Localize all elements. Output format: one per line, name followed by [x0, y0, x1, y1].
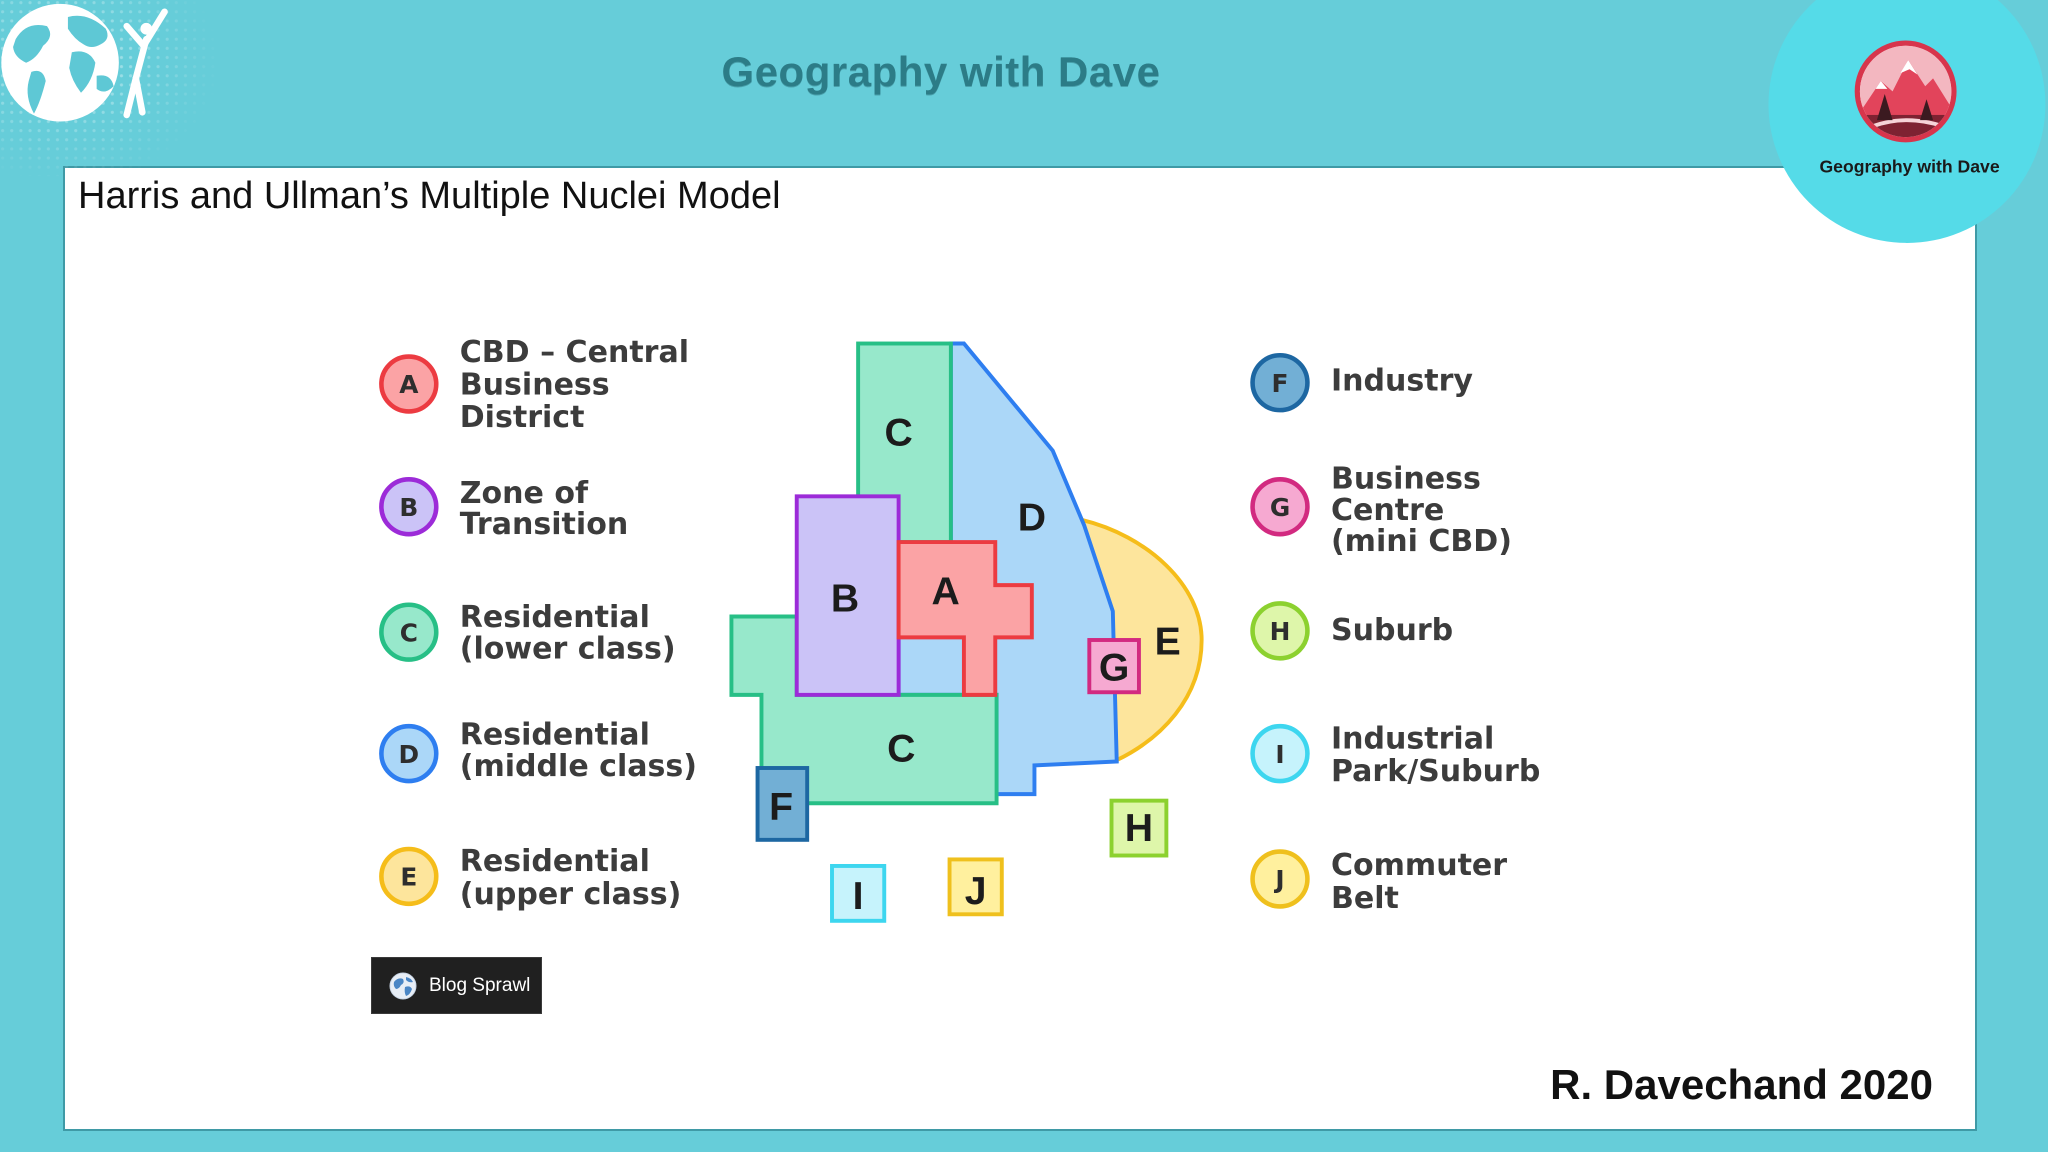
continent-shape: [67, 15, 108, 48]
content-panel: [63, 166, 1977, 1131]
dot-texture: [0, 0, 223, 177]
logo-ring: [1854, 40, 1957, 143]
logo-snowcap: [1875, 80, 1888, 89]
mountain-logo-icon: [1854, 40, 1957, 143]
person-figure-icon: [123, 8, 168, 119]
source-badge-label: Blog Sprawl: [429, 975, 531, 996]
slide-title: Harris and Ullman’s Multiple Nuclei Mode…: [78, 175, 781, 217]
logo-mountains: [1859, 60, 1952, 121]
logo-river: [1864, 118, 1952, 132]
continent-shape: [13, 24, 51, 63]
logo-tree: [1876, 94, 1893, 121]
continent-shape: [96, 75, 114, 92]
globe-icon: [389, 972, 417, 999]
logo-sky: [1859, 45, 1952, 138]
globe-body: [1, 3, 119, 122]
continent-shape: [69, 51, 96, 93]
author-credit: R. Davechand 2020: [1550, 1061, 1933, 1108]
person-head: [140, 22, 153, 35]
logo-snowcap: [1900, 60, 1918, 75]
source-badge[interactable]: Blog Sprawl: [371, 957, 542, 1014]
continent-shape: [27, 70, 46, 114]
logo-tree: [1920, 99, 1934, 121]
logo-ground: [1859, 114, 1952, 138]
header-title: Geography with Dave: [721, 48, 1161, 95]
globe-logo-icon: [1, 3, 168, 122]
